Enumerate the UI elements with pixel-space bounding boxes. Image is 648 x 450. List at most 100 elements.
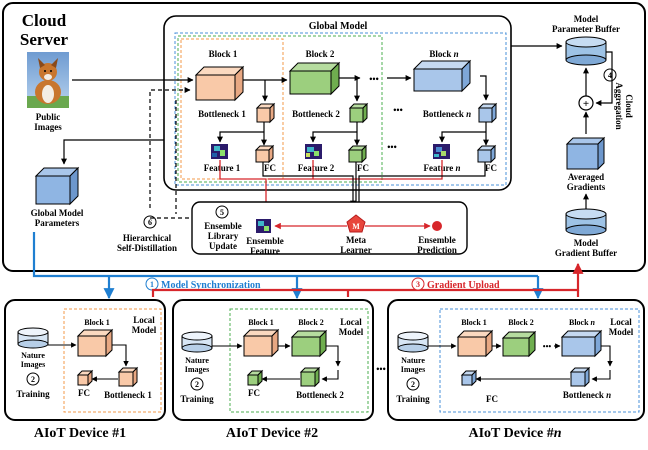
cloud-server-title-2: Server bbox=[20, 30, 69, 49]
arrow-globalmodel-to-params bbox=[61, 139, 164, 165]
feature-1-label: Feature 1 bbox=[204, 163, 241, 173]
bottleneck-1-cube bbox=[255, 102, 276, 124]
param-buffer-cylinder bbox=[565, 36, 607, 66]
device-2-arrow-to-bn bbox=[326, 345, 341, 367]
device-n-block2-cube bbox=[501, 330, 537, 358]
device-n-nature-label: Nature bbox=[401, 356, 425, 365]
hsd-label-2: Self-Distillation bbox=[117, 243, 177, 253]
device-2-fc-label: FC bbox=[248, 388, 260, 398]
device-n-local-model-label-2: Model bbox=[609, 327, 634, 337]
device-n-arrow-to-bn bbox=[601, 345, 613, 367]
device-n-blockn-cube bbox=[560, 329, 603, 358]
global-model-frame bbox=[163, 15, 512, 191]
bottleneck-2-label: Bottleneck 2 bbox=[292, 109, 340, 119]
device-n-training-step: 2 bbox=[411, 380, 415, 389]
device-n-dots: ••• bbox=[543, 342, 552, 351]
ensemble-library-label: Ensemble bbox=[204, 221, 242, 231]
block-2-label: Block 2 bbox=[306, 49, 335, 59]
meta-learner-symbol: M bbox=[352, 222, 360, 231]
hsd-step-badge bbox=[143, 215, 157, 229]
bn1-to-feature1 bbox=[217, 131, 264, 143]
device-2-training-label: Training bbox=[180, 394, 214, 404]
public-images-label: Public bbox=[36, 112, 61, 122]
bottleneck-n-cube bbox=[477, 102, 498, 124]
public-images-photo bbox=[27, 52, 69, 108]
block-2-cube bbox=[288, 61, 341, 96]
global-model-dots: ••• bbox=[369, 74, 378, 84]
device-n-fc-cube bbox=[460, 369, 478, 387]
device-1-local-model-label-2: Model bbox=[132, 325, 157, 335]
device-1-caption: AIoT Device #1 bbox=[34, 426, 126, 441]
ensemble-feature-label-2: Feature bbox=[250, 246, 280, 256]
feature-2-label: Feature 2 bbox=[298, 163, 335, 173]
aggregation-plus bbox=[578, 95, 594, 111]
device-n-arrow-into-bn bbox=[591, 370, 611, 382]
device-n-block1-label: Block 1 bbox=[461, 318, 487, 327]
device-2-caption: AIoT Device #2 bbox=[226, 426, 318, 441]
device-2-training-step: 2 bbox=[195, 380, 199, 389]
device-n-nature-label-2: Images bbox=[401, 365, 425, 374]
upload-line-main bbox=[151, 262, 584, 297]
device-1-nature-label: Nature bbox=[21, 351, 45, 360]
device-1-bottleneck-cube bbox=[117, 366, 139, 388]
device-2-local-model-label-2: Model bbox=[339, 327, 364, 337]
sync-label: Model Synchronization bbox=[161, 280, 261, 291]
gradient-buffer-cylinder bbox=[565, 208, 607, 236]
ensemble-prediction-label-2: Prediction bbox=[417, 245, 457, 255]
ensemble-feature-heatmap bbox=[256, 219, 271, 233]
green-dashed-region bbox=[177, 35, 383, 183]
fc-2-cube bbox=[347, 144, 368, 164]
device-n-fc-label: FC bbox=[486, 394, 498, 404]
device-2-block2-cube bbox=[290, 329, 328, 358]
feature-n-label: Feature n bbox=[423, 163, 460, 173]
meta-learner-label-2: Learner bbox=[340, 245, 372, 255]
device-2-block1-cube bbox=[242, 328, 280, 358]
hsd-label: Hierarchical bbox=[123, 233, 172, 243]
device-n-frame bbox=[387, 299, 645, 421]
device-n-local-model-label: Local bbox=[610, 317, 632, 327]
block-1-cube bbox=[194, 65, 245, 102]
device-1-bottleneck-label: Bottleneck 1 bbox=[104, 390, 152, 400]
cloud-server-frame bbox=[2, 2, 646, 272]
global-model-params-cube bbox=[34, 166, 80, 206]
device-2-nature-images-cylinder bbox=[181, 331, 213, 353]
device-1-training-label: Training bbox=[16, 389, 50, 399]
ensemble-prediction-dot bbox=[432, 221, 442, 231]
bnn-to-featuren bbox=[439, 131, 486, 143]
param-buffer-label: Model bbox=[574, 14, 599, 24]
device-n-block2-label: Block 2 bbox=[508, 318, 534, 327]
device-n-caption: AIoT Device #n bbox=[468, 426, 561, 441]
bottleneck-n-label: Bottleneck n bbox=[423, 109, 471, 119]
device-1-frame bbox=[4, 299, 166, 421]
fc-n-cube bbox=[476, 144, 497, 164]
fc-1-label: FC bbox=[264, 163, 276, 173]
device-2-fc-cube bbox=[246, 369, 264, 387]
device-n-training-badge bbox=[406, 377, 420, 391]
sync-step-number: 1 bbox=[150, 280, 154, 289]
device-2-nature-label: Nature bbox=[185, 356, 209, 365]
upload-label: Gradient Upload bbox=[427, 280, 500, 291]
loop-from-buffer bbox=[604, 51, 613, 104]
block-1-label: Block 1 bbox=[209, 49, 238, 59]
device-2-block1-label: Block 1 bbox=[248, 318, 274, 327]
device-1-fc-label: FC bbox=[78, 388, 90, 398]
feature-1-heatmap bbox=[211, 144, 228, 159]
feature-n-heatmap bbox=[433, 144, 450, 159]
device-1-arrow-to-bn bbox=[112, 344, 129, 367]
ensemble-library-label-3: Update bbox=[209, 241, 237, 251]
ensemble-frame bbox=[191, 201, 468, 255]
device-1-nature-images-cylinder bbox=[17, 327, 49, 349]
aggregation-step-number: 4 bbox=[608, 71, 612, 80]
device-2-bottleneck-label: Bottleneck 2 bbox=[296, 390, 344, 400]
upload-step-badge bbox=[411, 277, 425, 291]
device-1-training-step: 2 bbox=[31, 375, 35, 384]
bottleneck-1-label: Bottleneck 1 bbox=[198, 109, 246, 119]
device-1-training-badge bbox=[26, 372, 40, 386]
device-n-training-label: Training bbox=[396, 394, 430, 404]
bottleneck-2-cube bbox=[348, 102, 369, 124]
meta-learner-label: Meta bbox=[346, 235, 366, 245]
global-model-params-label: Global Model bbox=[31, 208, 84, 218]
blue-dashed-region bbox=[174, 32, 507, 186]
black-path-fc1 bbox=[262, 162, 356, 207]
